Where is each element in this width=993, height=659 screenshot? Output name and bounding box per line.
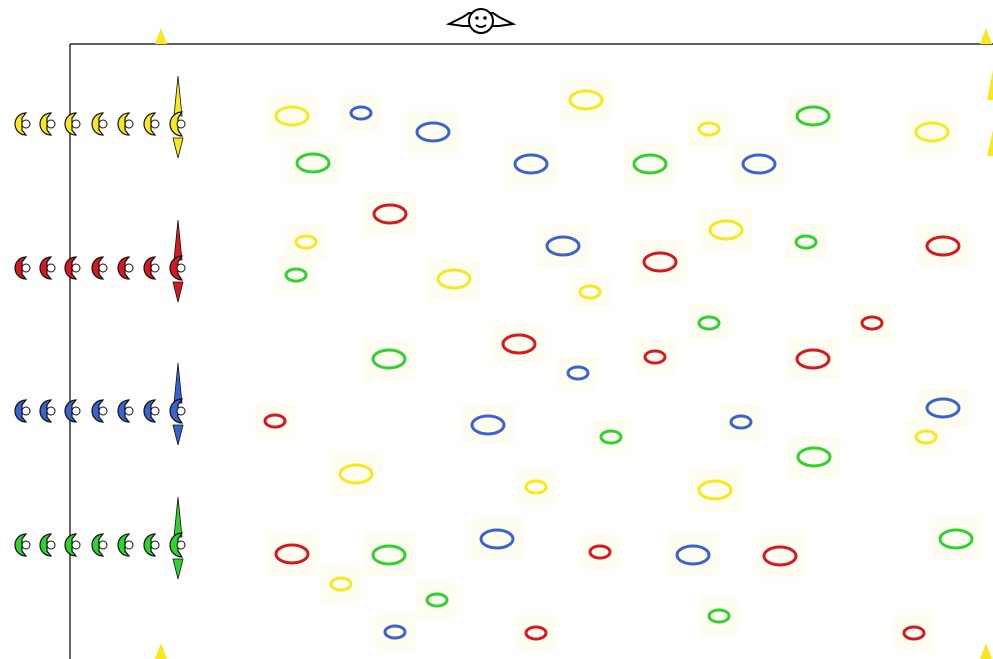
game-piece-icon bbox=[92, 534, 107, 556]
ring-blue[interactable] bbox=[341, 95, 381, 131]
game-piece-icon bbox=[92, 113, 107, 135]
ring-green[interactable] bbox=[689, 305, 729, 341]
ring-red[interactable] bbox=[754, 535, 806, 577]
game-piece-icon bbox=[65, 113, 80, 135]
game-piece-icon bbox=[65, 400, 80, 422]
triangle-marker-icon bbox=[987, 70, 993, 100]
player-row-green bbox=[15, 497, 185, 579]
triangle-marker-icon bbox=[155, 643, 167, 659]
ring-green[interactable] bbox=[276, 257, 316, 293]
ring-yellow[interactable] bbox=[330, 453, 382, 495]
game-piece-icon bbox=[40, 113, 55, 135]
ring-blue[interactable] bbox=[471, 518, 523, 560]
ring-blue[interactable] bbox=[667, 534, 719, 576]
game-piece-icon bbox=[15, 534, 30, 556]
ring-yellow[interactable] bbox=[266, 95, 318, 137]
ring-red[interactable] bbox=[852, 305, 892, 341]
ring-yellow[interactable] bbox=[428, 258, 480, 300]
game-piece-icon bbox=[40, 534, 55, 556]
game-piece-icon bbox=[118, 257, 133, 279]
game-piece-icon bbox=[15, 400, 30, 422]
ring-green[interactable] bbox=[363, 534, 415, 576]
ring-red[interactable] bbox=[580, 534, 620, 570]
ring-red[interactable] bbox=[634, 241, 686, 283]
player-row-red bbox=[15, 220, 185, 302]
ring-green[interactable] bbox=[787, 95, 839, 137]
player-rows bbox=[15, 76, 185, 579]
ring-blue[interactable] bbox=[733, 143, 785, 185]
ring-green[interactable] bbox=[363, 338, 415, 380]
ring-green[interactable] bbox=[417, 582, 457, 618]
ring-blue[interactable] bbox=[558, 355, 598, 391]
game-piece-icon bbox=[15, 257, 30, 279]
game-piece-icon bbox=[92, 400, 107, 422]
ring-yellow[interactable] bbox=[321, 566, 361, 602]
launcher-icon[interactable] bbox=[170, 220, 185, 302]
ring-yellow[interactable] bbox=[516, 469, 556, 505]
ring-red[interactable] bbox=[894, 615, 934, 651]
game-piece-icon bbox=[65, 534, 80, 556]
ring-green[interactable] bbox=[591, 419, 631, 455]
game-piece-icon bbox=[92, 257, 107, 279]
ring-red[interactable] bbox=[255, 403, 295, 439]
ring-yellow[interactable] bbox=[700, 209, 752, 251]
ring-yellow[interactable] bbox=[906, 419, 946, 455]
ring-green[interactable] bbox=[287, 142, 339, 184]
game-piece-icon bbox=[40, 400, 55, 422]
triangle-marker-icon bbox=[980, 643, 992, 659]
game-piece-icon bbox=[144, 534, 159, 556]
ring-red[interactable] bbox=[917, 225, 969, 267]
triangle-marker-icon bbox=[155, 28, 167, 44]
game-piece-icon bbox=[144, 400, 159, 422]
game-piece-icon bbox=[118, 534, 133, 556]
ring-green[interactable] bbox=[786, 224, 826, 260]
game-piece-icon bbox=[15, 113, 30, 135]
ring-red[interactable] bbox=[364, 193, 416, 235]
ring-red[interactable] bbox=[266, 533, 318, 575]
game-piece-icon bbox=[118, 113, 133, 135]
ring-blue[interactable] bbox=[505, 143, 557, 185]
ring-red[interactable] bbox=[635, 339, 675, 375]
ring-yellow[interactable] bbox=[560, 79, 612, 121]
game-piece-icon bbox=[65, 257, 80, 279]
rings-field[interactable] bbox=[255, 79, 982, 651]
player-row-blue bbox=[15, 363, 185, 445]
ring-yellow[interactable] bbox=[286, 224, 326, 260]
ring-blue[interactable] bbox=[462, 404, 514, 446]
game-piece-icon bbox=[40, 257, 55, 279]
ring-blue[interactable] bbox=[407, 111, 459, 153]
triangle-marker-icon bbox=[987, 130, 993, 156]
ring-blue[interactable] bbox=[721, 404, 761, 440]
ring-yellow[interactable] bbox=[906, 111, 958, 153]
ring-blue[interactable] bbox=[375, 614, 415, 650]
ring-red[interactable] bbox=[787, 338, 839, 380]
ring-green[interactable] bbox=[624, 143, 676, 185]
launcher-icon[interactable] bbox=[170, 497, 185, 579]
player-row-yellow bbox=[15, 76, 185, 158]
triangle-marker-icon bbox=[980, 28, 992, 44]
game-piece-icon bbox=[144, 257, 159, 279]
ring-yellow[interactable] bbox=[689, 469, 741, 511]
launcher-icon[interactable] bbox=[170, 76, 185, 158]
ring-green[interactable] bbox=[930, 518, 982, 560]
ring-green[interactable] bbox=[788, 436, 840, 478]
launcher-icon[interactable] bbox=[170, 363, 185, 445]
ring-yellow[interactable] bbox=[570, 274, 610, 310]
ring-blue[interactable] bbox=[537, 225, 589, 267]
ring-yellow[interactable] bbox=[689, 111, 729, 147]
ring-green[interactable] bbox=[699, 598, 739, 634]
ring-red[interactable] bbox=[493, 323, 545, 365]
game-piece-icon bbox=[144, 113, 159, 135]
game-piece-icon bbox=[118, 400, 133, 422]
ring-red[interactable] bbox=[516, 615, 556, 651]
alien-face-icon bbox=[449, 9, 513, 33]
